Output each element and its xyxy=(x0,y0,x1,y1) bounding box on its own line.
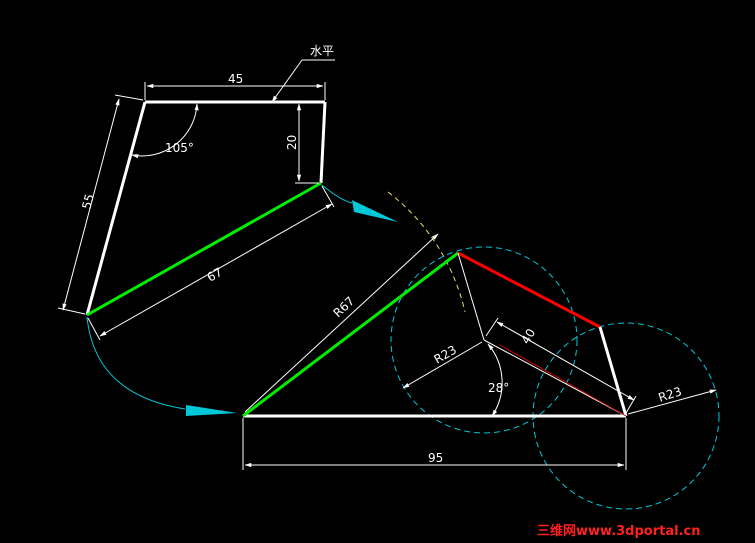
lower-dimensions xyxy=(242,233,717,470)
label-bottom-width: 95 xyxy=(428,451,443,465)
dim-r23-right-line xyxy=(627,389,717,415)
yellow-arc-r67 xyxy=(387,191,466,313)
upper-shape xyxy=(85,100,327,317)
dim-r23-mid-line xyxy=(402,341,483,389)
dim-55-ext-bottom xyxy=(57,307,86,315)
rotation-arc-left xyxy=(86,316,186,410)
angle-28-arc xyxy=(487,343,503,417)
dim-67-ext-right xyxy=(321,185,335,208)
right-edge xyxy=(319,101,327,184)
red-edge xyxy=(457,251,601,329)
dim-40-ext-a xyxy=(485,317,499,337)
dim-r67-line xyxy=(244,233,439,413)
label-left-side: 55 xyxy=(79,192,96,210)
rotation-arrow-left xyxy=(186,405,237,416)
label-angle-top: 105° xyxy=(165,141,194,155)
leader-horizontal-diag xyxy=(271,59,303,103)
diagonal-green-edge xyxy=(86,181,322,317)
construct-line-a xyxy=(457,252,485,341)
dim-67-line xyxy=(99,203,333,337)
label-horizontal: 水平 xyxy=(310,44,334,58)
dim-67-ext-left xyxy=(87,317,101,341)
left-edge xyxy=(85,101,147,316)
construct-line-b xyxy=(483,339,627,417)
rotation-arrow-right xyxy=(352,200,398,222)
motion-arcs xyxy=(86,184,398,416)
label-diag-length: 67 xyxy=(205,265,225,285)
rotation-arc-right xyxy=(321,184,353,204)
label-right-height: 20 xyxy=(285,135,299,150)
label-radius-right: R23 xyxy=(657,384,684,405)
right-slant-edge xyxy=(598,326,628,417)
angle-105-arc xyxy=(131,103,199,159)
dim-40-line xyxy=(496,321,635,401)
dim-55-line xyxy=(62,98,120,311)
dim-55-ext-top xyxy=(114,94,144,101)
label-radius-large: R67 xyxy=(330,294,357,320)
lower-green-edge xyxy=(242,251,459,418)
watermark: 三维网www.3dportal.cn xyxy=(537,523,700,539)
label-top-width: 45 xyxy=(228,72,243,86)
label-slant-length: 40 xyxy=(518,326,538,346)
upper-dimensions xyxy=(57,59,335,341)
label-angle-bottom: 28° xyxy=(488,381,509,395)
lower-shape xyxy=(242,251,628,418)
